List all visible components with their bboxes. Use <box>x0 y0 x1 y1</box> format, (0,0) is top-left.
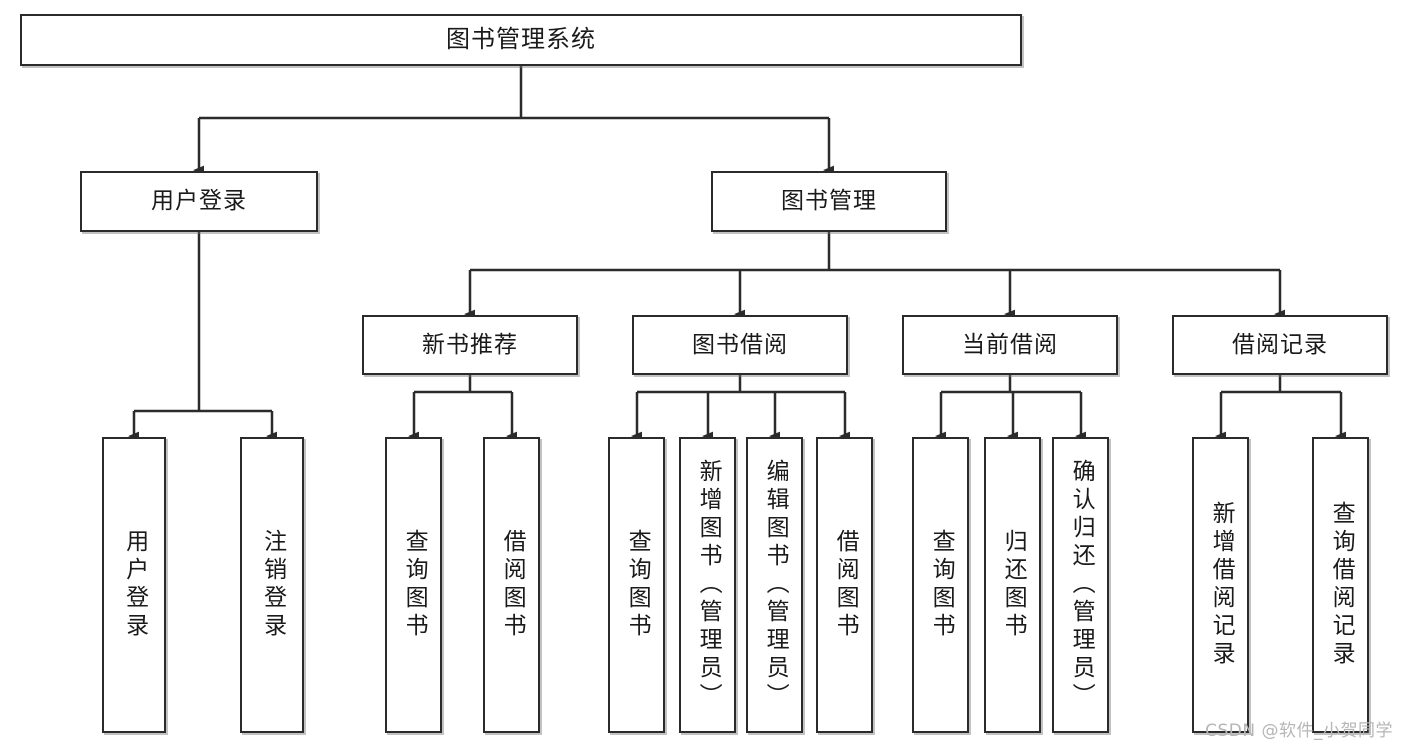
node-label-leaf-confirm-return: 确认归还（管理员） <box>1068 459 1095 711</box>
node-leaf-edit-book[interactable]: 编辑图书（管理员） <box>746 437 803 733</box>
node-label-book-manage: 图书管理 <box>781 188 877 215</box>
node-leaf-query-record[interactable]: 查询借阅记录 <box>1312 437 1369 733</box>
node-label-leaf-logout: 注销登录 <box>259 529 286 641</box>
node-label-leaf-borrow-book-2: 借阅图书 <box>832 529 859 641</box>
node-book-manage[interactable]: 图书管理 <box>711 171 947 232</box>
node-root[interactable]: 图书管理系统 <box>20 14 1022 66</box>
node-label-root: 图书管理系统 <box>446 25 596 54</box>
node-label-leaf-return-book: 归还图书 <box>1000 529 1027 641</box>
node-current-borrow[interactable]: 当前借阅 <box>902 315 1118 375</box>
node-leaf-logout[interactable]: 注销登录 <box>240 437 304 733</box>
node-label-book-borrow: 图书借阅 <box>692 331 788 358</box>
csdn-watermark: CSDN @软件_小贺同学 <box>1205 721 1393 741</box>
node-label-new-book-rec: 新书推荐 <box>422 331 518 358</box>
node-book-borrow[interactable]: 图书借阅 <box>632 315 848 375</box>
node-label-leaf-query-record: 查询借阅记录 <box>1328 501 1355 669</box>
node-leaf-query-book-2[interactable]: 查询图书 <box>608 437 665 733</box>
node-label-user-login: 用户登录 <box>151 188 247 215</box>
node-label-leaf-add-book: 新增图书（管理员） <box>695 459 722 711</box>
node-leaf-borrow-book-2[interactable]: 借阅图书 <box>816 437 873 733</box>
node-borrow-record[interactable]: 借阅记录 <box>1172 315 1388 375</box>
node-label-borrow-record: 借阅记录 <box>1232 331 1328 358</box>
node-user-login[interactable]: 用户登录 <box>80 171 318 232</box>
node-label-leaf-borrow-book-1: 借阅图书 <box>499 529 526 641</box>
node-new-book-rec[interactable]: 新书推荐 <box>362 315 578 375</box>
node-leaf-confirm-return[interactable]: 确认归还（管理员） <box>1052 437 1109 733</box>
node-label-leaf-add-record: 新增借阅记录 <box>1208 501 1235 669</box>
node-label-leaf-query-book-1: 查询图书 <box>401 529 428 641</box>
node-leaf-add-book[interactable]: 新增图书（管理员） <box>679 437 736 733</box>
node-leaf-add-record[interactable]: 新增借阅记录 <box>1192 437 1249 733</box>
node-leaf-return-book[interactable]: 归还图书 <box>984 437 1041 733</box>
node-label-leaf-query-book-2: 查询图书 <box>624 529 651 641</box>
node-leaf-user-login[interactable]: 用户登录 <box>102 437 166 733</box>
node-leaf-borrow-book-1[interactable]: 借阅图书 <box>483 437 540 733</box>
node-leaf-query-book-1[interactable]: 查询图书 <box>385 437 442 733</box>
node-leaf-query-book-3[interactable]: 查询图书 <box>912 437 969 733</box>
node-label-current-borrow: 当前借阅 <box>962 331 1058 358</box>
node-label-leaf-user-login: 用户登录 <box>121 529 148 641</box>
node-label-leaf-edit-book: 编辑图书（管理员） <box>762 459 789 711</box>
node-label-leaf-query-book-3: 查询图书 <box>928 529 955 641</box>
